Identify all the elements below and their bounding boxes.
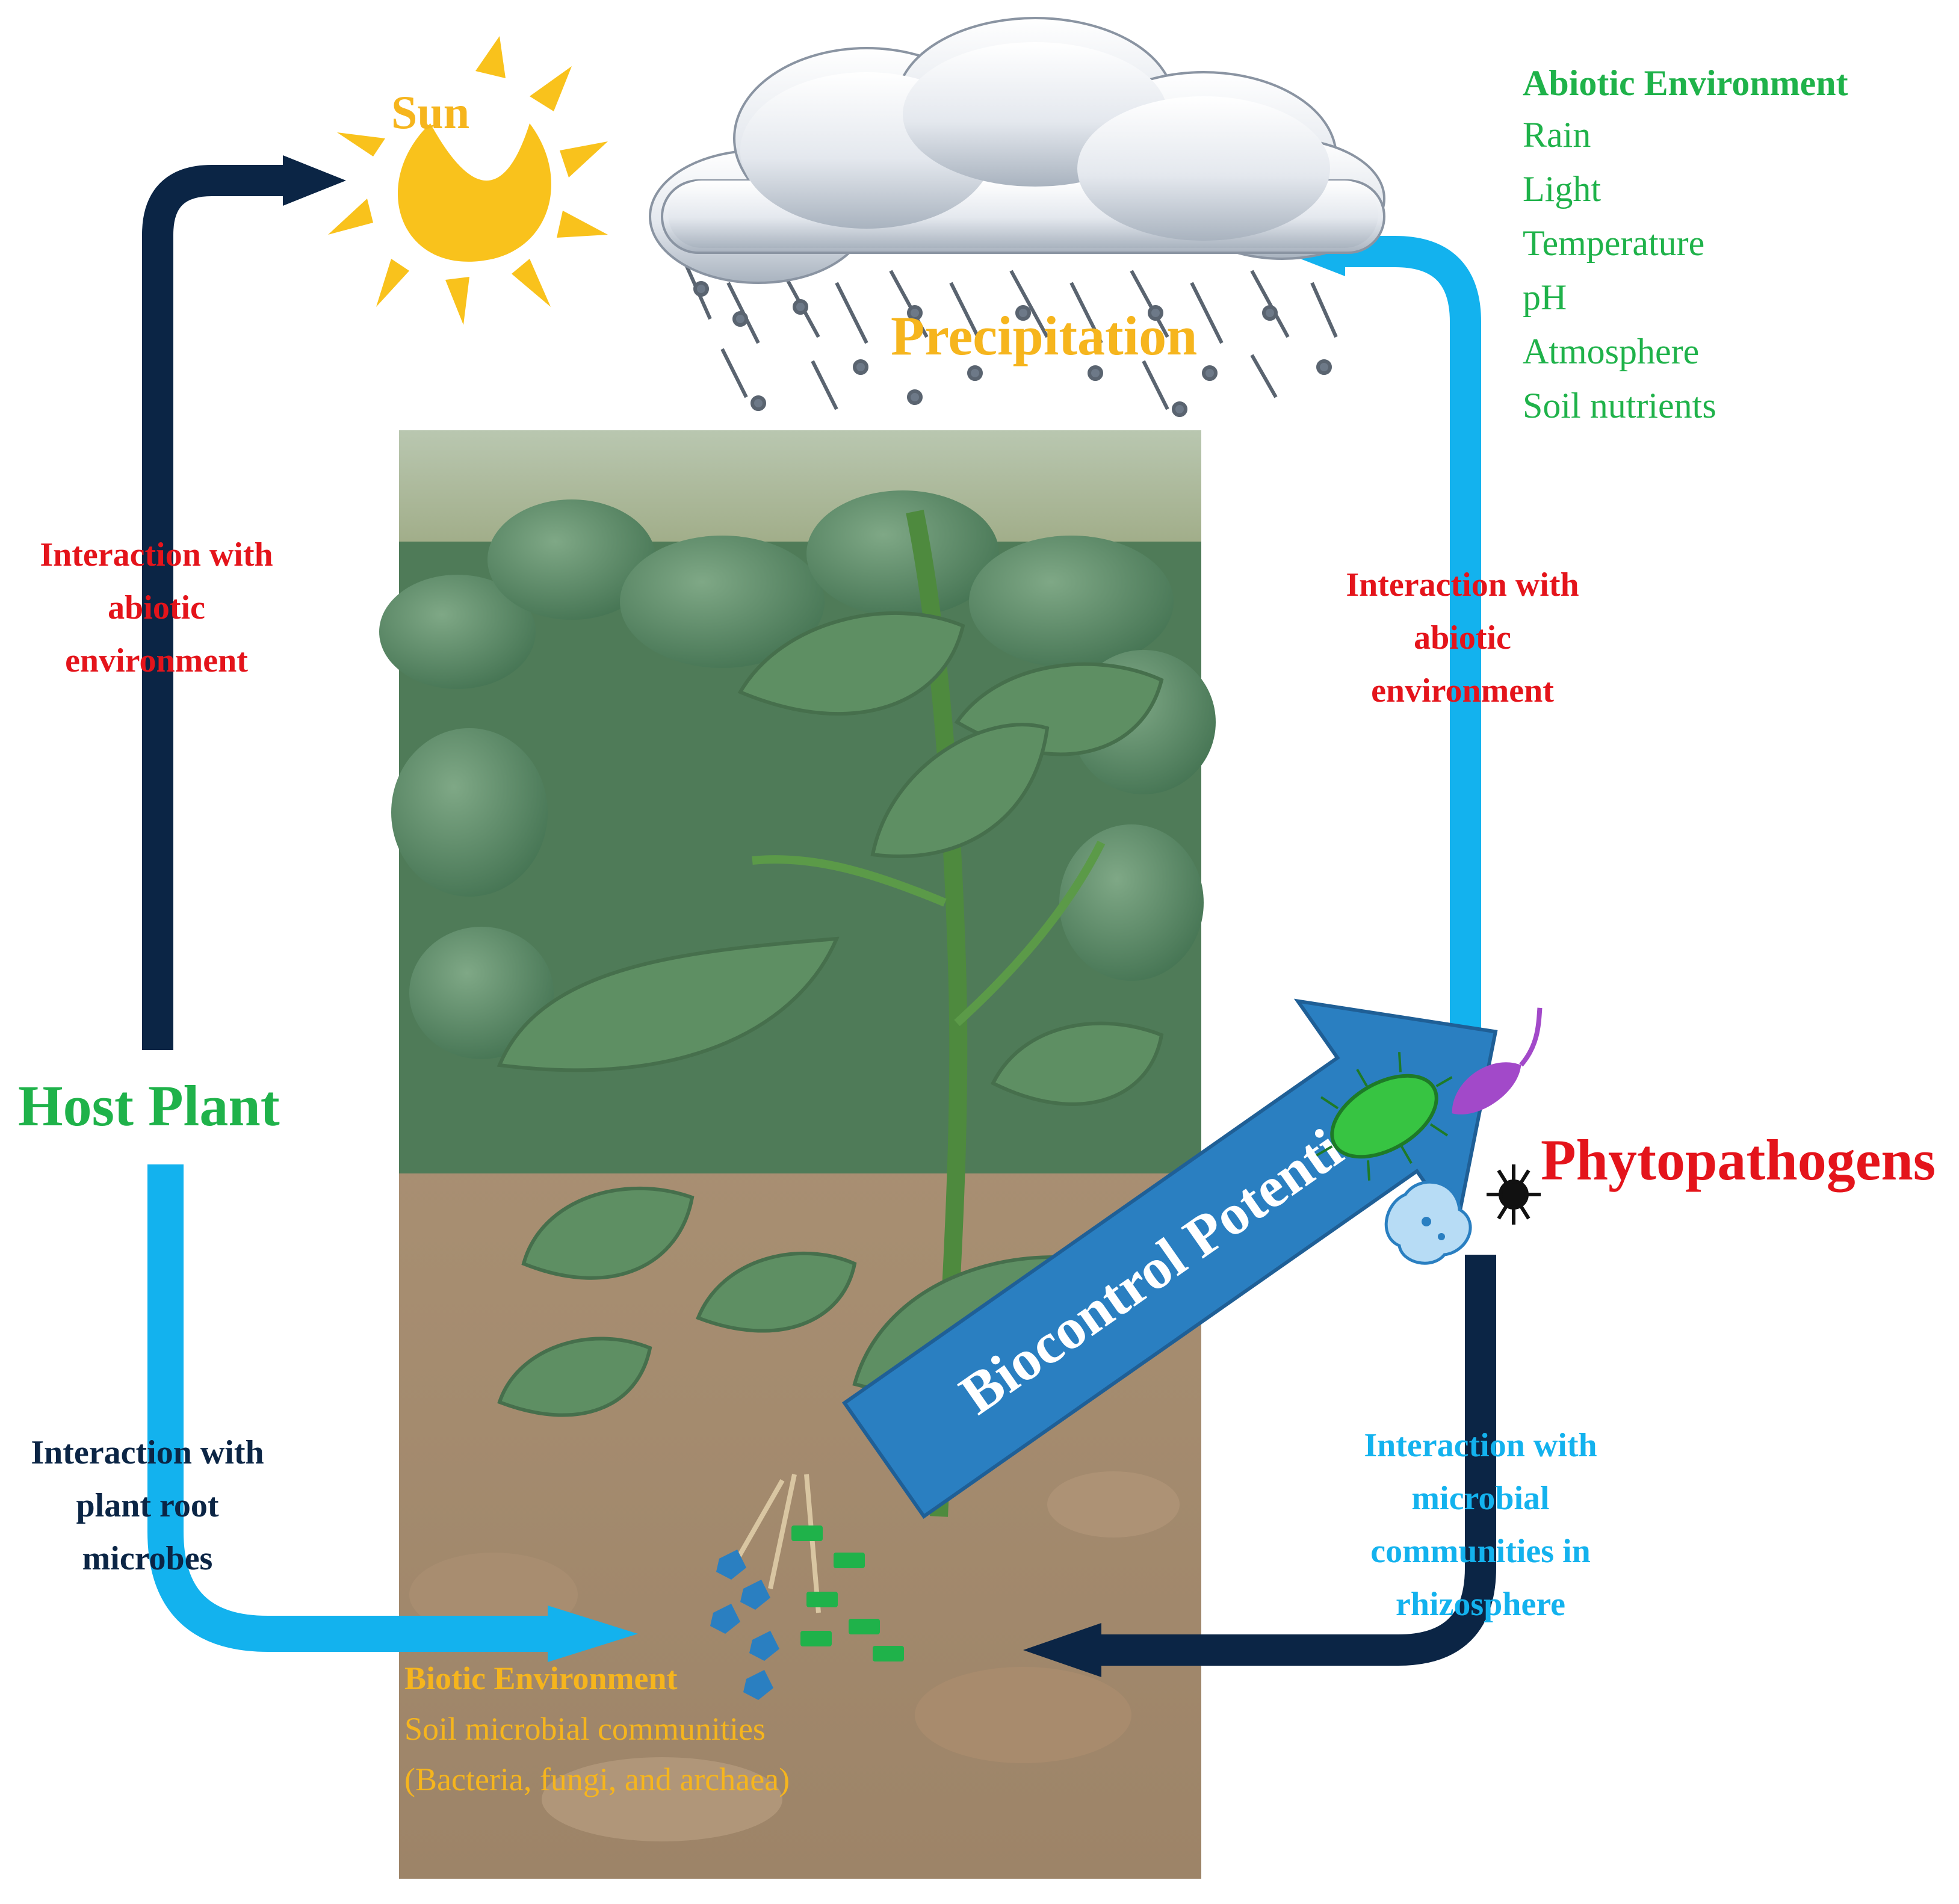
right-bottom-interaction-label: Interaction with microbial communities i… (1324, 1419, 1637, 1631)
arrow-host-to-biotic (147, 1164, 638, 1662)
abiotic-item-light: Light (1523, 169, 1601, 209)
arrow-host-to-sun (142, 155, 346, 1050)
phytopathogens-label: Phytopathogens (1541, 1128, 1936, 1192)
sun-label: Sun (391, 86, 470, 138)
soil-microbes-icon (710, 1525, 904, 1700)
right-bottom-interaction-line: rhizosphere (1395, 1586, 1566, 1623)
precipitation-label: Precipitation (891, 305, 1198, 366)
arrow-pathogens-to-biotic (1023, 1255, 1496, 1677)
right-bottom-interaction-line: communities in (1370, 1533, 1591, 1570)
blue-amoeba-icon (1384, 1180, 1472, 1265)
sun-icon (328, 36, 608, 325)
right-bottom-interaction-line: Interaction with (1364, 1427, 1597, 1464)
left-top-interaction-label: Interaction with abiotic environment (12, 528, 301, 687)
biotic-environment-title: Biotic Environment (404, 1660, 678, 1696)
abiotic-item-soil-nutrients: Soil nutrients (1523, 386, 1716, 425)
biotic-environment-line: (Bacteria, fungi, and archaea) (404, 1761, 790, 1797)
right-bottom-interaction-line: microbial (1411, 1480, 1550, 1517)
right-top-interaction-line: abiotic (1414, 619, 1511, 657)
abiotic-item-atmosphere: Atmosphere (1523, 332, 1700, 371)
left-bottom-interaction-label: Interaction with plant root microbes (6, 1426, 289, 1585)
biotic-environment-line: Soil microbial communities (404, 1711, 766, 1747)
right-top-interaction-label: Interaction with abiotic environment (1312, 558, 1613, 717)
left-bottom-interaction-line: microbes (82, 1540, 213, 1577)
abiotic-item-ph: pH (1523, 277, 1567, 317)
biotic-environment-block: Biotic Environment Soil microbial commun… (404, 1662, 790, 1796)
abiotic-item-temperature: Temperature (1523, 223, 1705, 263)
host-plant-label: Host Plant (18, 1074, 280, 1138)
right-top-interaction-line: environment (1371, 672, 1554, 709)
left-bottom-interaction-line: plant root (76, 1487, 219, 1524)
abiotic-environment-title: Abiotic Environment (1523, 63, 1848, 103)
black-spore-icon (1487, 1164, 1541, 1225)
right-top-interaction-line: Interaction with (1346, 566, 1579, 604)
abiotic-item-rain: Rain (1523, 115, 1591, 155)
left-top-interaction-line: abiotic (108, 589, 205, 626)
rain-cloud-icon (649, 17, 1385, 417)
left-bottom-interaction-line: Interaction with (31, 1434, 264, 1471)
abiotic-environment-list: Abiotic Environment Rain Light Temperatu… (1523, 65, 1848, 424)
left-top-interaction-line: Interaction with (40, 536, 273, 573)
green-bacterium-icon (1316, 1052, 1453, 1181)
left-top-interaction-line: environment (65, 642, 248, 679)
purple-microbe-icon (1452, 1007, 1543, 1114)
